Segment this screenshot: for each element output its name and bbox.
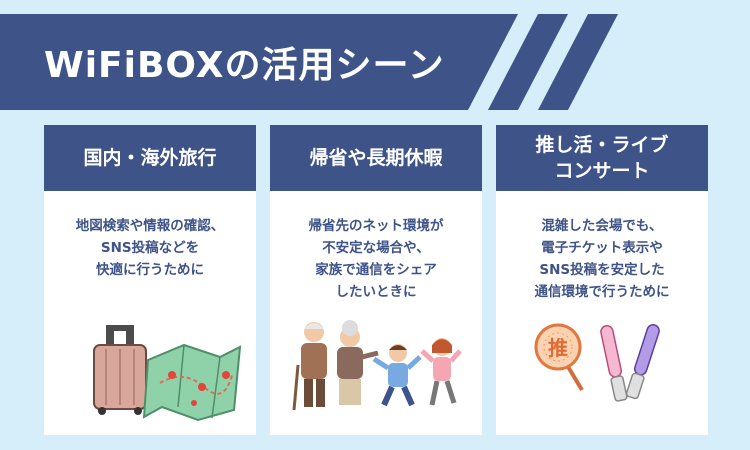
card-header: 推し活・ライブ コンサート (496, 125, 708, 191)
card-description: 地図検索や情報の確認、 SNS投稿などを 快適に行うために (52, 215, 248, 281)
card-oshikatsu: 推し活・ライブ コンサート 混雑した会場でも、 電子チケット表示や SNS投稿を… (496, 125, 708, 435)
card-title: 帰省や長期休暇 (309, 145, 442, 171)
card-homecoming: 帰省や長期休暇 帰省先のネット環境が 不安定な場合や、 家族で通信をシェア した… (270, 125, 482, 435)
desc-line: 地図検索や情報の確認、 (75, 218, 225, 234)
page-title: WiFiBOXの活用シーン (44, 45, 445, 86)
card-title: 推し活・ライブ コンサート (535, 132, 668, 184)
desc-line: 帰省先のネット環境が (308, 218, 444, 234)
desc-line: 快適に行うために (96, 262, 204, 278)
card-title-line: 帰省や長期休暇 (309, 147, 443, 169)
fan-and-penlights-icon: 推 (534, 323, 660, 402)
card-title-line: 推し活・ライブ (535, 134, 669, 156)
desc-line: 不安定な場合や、 (322, 240, 430, 256)
desc-line: 家族で通信をシェア (315, 262, 437, 278)
banner-shape (0, 14, 618, 110)
family-reunion-icon (292, 320, 462, 411)
desc-line: 電子チケット表示や (541, 240, 663, 256)
title-banner: WiFiBOXの活用シーン (0, 14, 750, 110)
desc-line: 混雑した会場でも、 (541, 218, 663, 234)
card-title-line: 国内・海外旅行 (83, 147, 217, 169)
suitcase-and-map-icon (93, 325, 242, 422)
desc-line: 通信環境で行うために (534, 284, 670, 300)
desc-line: SNS投稿などを (100, 240, 200, 256)
card-description: 混雑した会場でも、 電子チケット表示や SNS投稿を安定した 通信環境で行うため… (504, 215, 700, 303)
desc-line: SNS投稿を安定した (539, 262, 665, 278)
card-header: 帰省や長期休暇 (270, 125, 482, 191)
card-travel: 国内・海外旅行 地図検索や情報の確認、 SNS投稿などを 快適に行うために (44, 125, 256, 435)
card-title: 国内・海外旅行 (83, 145, 216, 171)
card-description: 帰省先のネット環境が 不安定な場合や、 家族で通信をシェア したいときに (278, 215, 474, 303)
fan-text: 推 (548, 336, 568, 360)
card-title-line: コンサート (554, 160, 650, 182)
desc-line: したいときに (335, 284, 417, 300)
card-header: 国内・海外旅行 (44, 125, 256, 191)
